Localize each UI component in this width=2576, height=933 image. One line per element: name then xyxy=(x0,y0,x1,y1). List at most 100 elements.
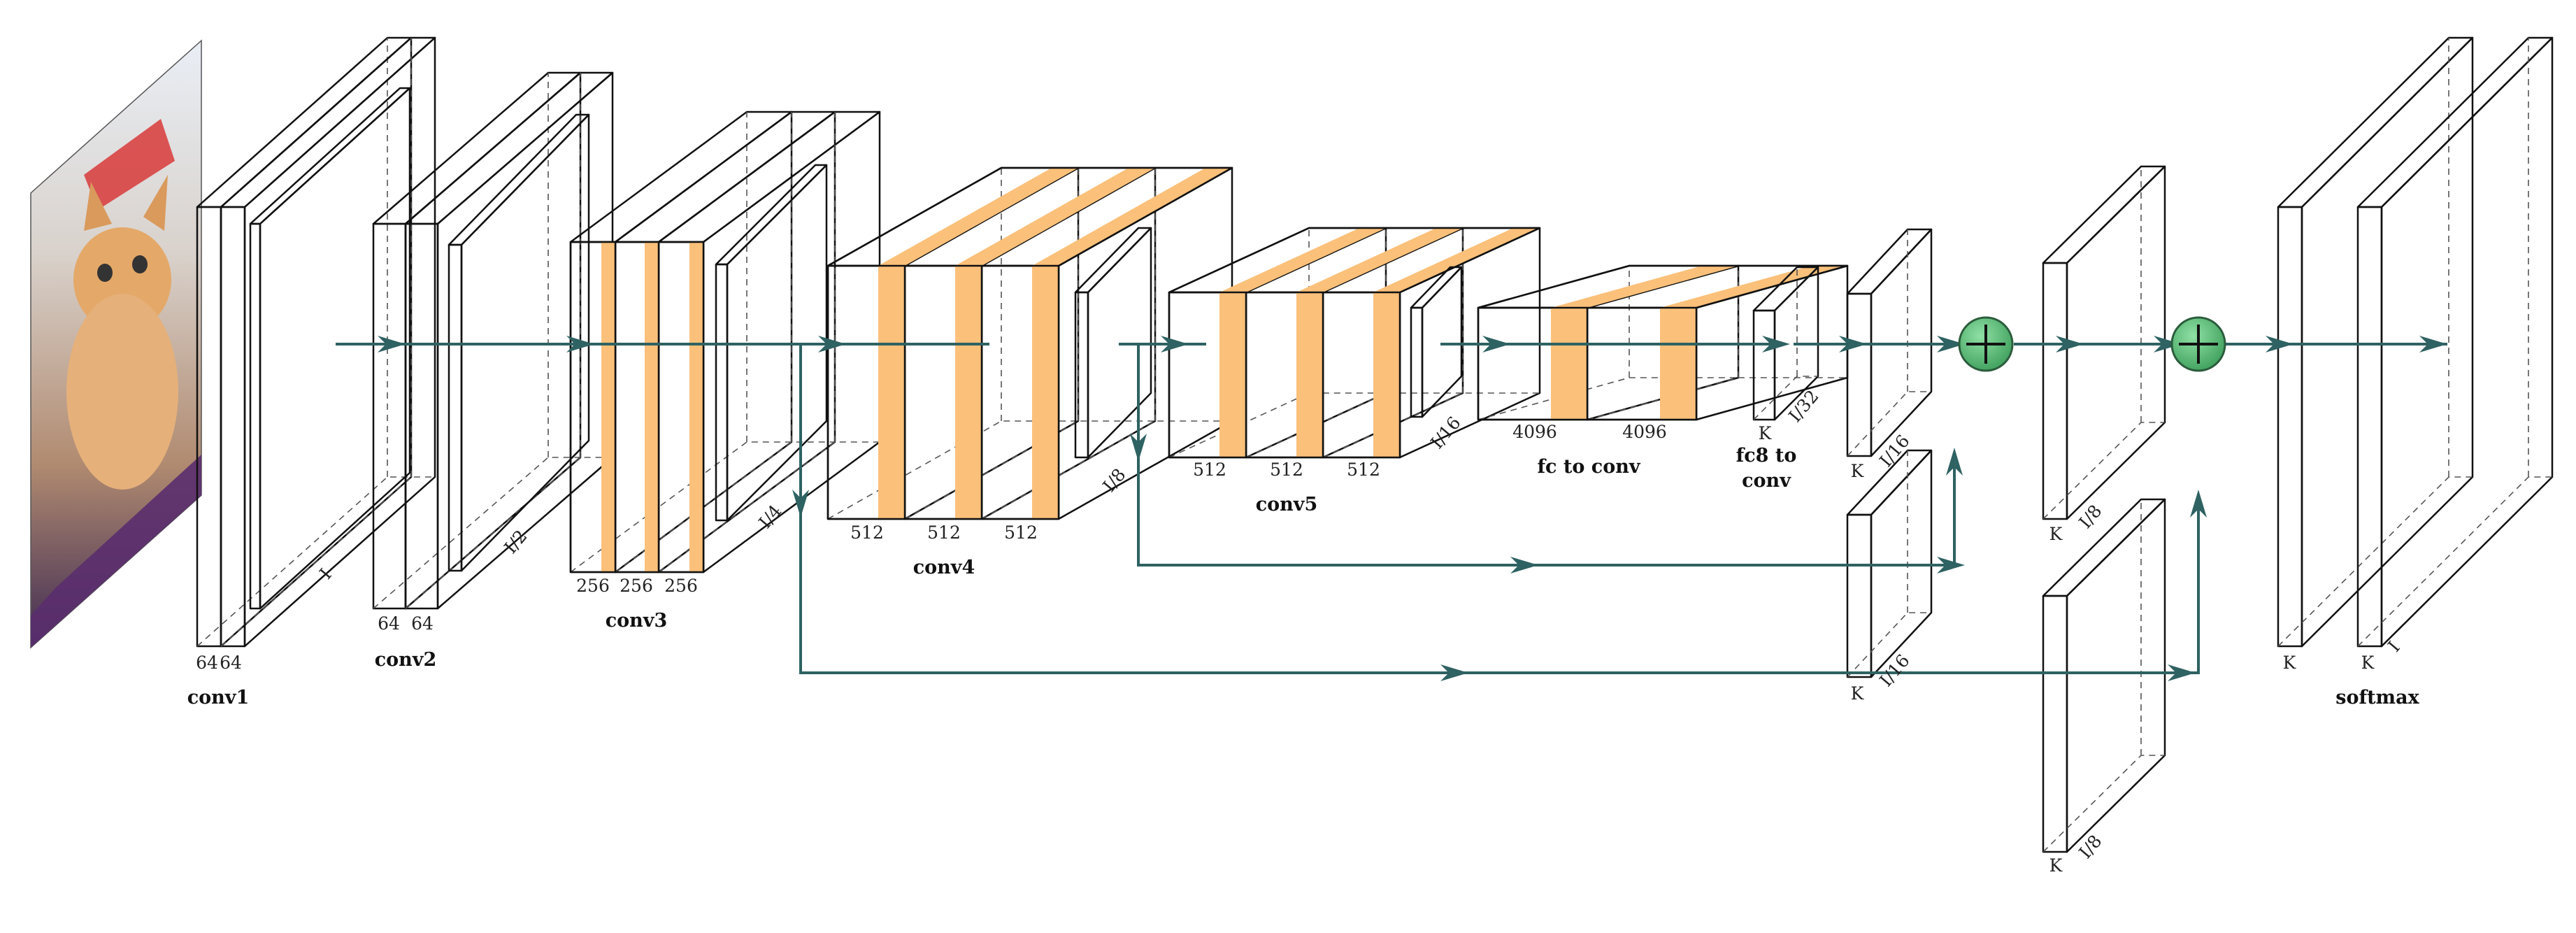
pool4score-slab-front xyxy=(1846,513,1873,678)
pool3score-slab-hidden-edge xyxy=(2042,499,2165,853)
softmax-score-slab-side xyxy=(2300,36,2474,648)
softmax-score-slab-front xyxy=(2277,206,2303,648)
plus-circle-icon xyxy=(1958,316,2014,372)
conv4-outline xyxy=(827,264,1060,520)
conv4-band xyxy=(955,266,982,519)
conv3-slab-hidden-edge xyxy=(658,112,880,573)
conv4-band xyxy=(1032,266,1059,519)
conv5-name-label: conv5 xyxy=(1256,494,1318,515)
conv2-slab-front xyxy=(372,222,407,610)
conv2-slab-hidden-edge xyxy=(373,73,580,609)
conv3-channel-label: 256 xyxy=(620,576,653,596)
score8-slab-top xyxy=(2042,165,2166,264)
conv2-channel-label: 64 xyxy=(411,613,434,634)
conv2-slab-top xyxy=(372,71,582,225)
conv2-slab-top xyxy=(404,71,614,225)
fc8-channel-label: K xyxy=(1759,423,1773,443)
fc8-name-label: fc8 to xyxy=(1736,445,1797,467)
conv4-channel-label: 512 xyxy=(927,522,961,543)
conv5-band xyxy=(1373,228,1540,292)
conv3-block xyxy=(569,111,881,574)
conv3-pool-top xyxy=(715,164,828,266)
fc8-name-label: conv xyxy=(1742,470,1791,492)
conv2-slab-hidden-edge xyxy=(405,73,613,609)
diagram-labels: 64 64 I conv1 64 64 I/2 conv2 256 256 25… xyxy=(187,386,2420,876)
conv4-block xyxy=(827,166,1233,520)
fc-top-edge xyxy=(1477,264,1849,309)
flow-arrowheads xyxy=(336,336,2447,681)
score16-slab-front xyxy=(1846,292,1873,457)
conv4-channel-label: 512 xyxy=(850,522,884,543)
conv1-pool-front xyxy=(249,222,262,610)
conv3-channel-label: 256 xyxy=(664,576,698,596)
conv2-channel-label: 64 xyxy=(378,613,400,634)
score8-channel-label: K xyxy=(2049,524,2063,544)
conv1-block xyxy=(196,36,436,648)
kitten-photo-icon xyxy=(30,39,202,649)
conv3-channel-label: 256 xyxy=(576,576,610,596)
fc-channel-label: 4096 xyxy=(1622,422,1667,442)
conv3-slab-hidden-edge xyxy=(615,112,835,573)
conv3-band xyxy=(645,242,659,572)
conv3-slab-top xyxy=(614,111,836,243)
conv3-band xyxy=(689,242,703,572)
softmax-slab-side xyxy=(2380,36,2554,648)
conv5-band xyxy=(1296,292,1323,457)
conv5-slab-hidden-edge xyxy=(1245,228,1463,458)
conv4-slab-hidden-edge xyxy=(981,168,1232,520)
conv1-slab-top xyxy=(220,36,436,208)
softmax-channel-label: K xyxy=(2361,653,2375,673)
conv1-channel-label: 64 xyxy=(196,653,218,673)
fc8-scale-label: I/32 xyxy=(1784,386,1822,426)
conv4-pool-front xyxy=(1074,291,1089,459)
fc8-slab-hidden-edge xyxy=(1753,267,1818,420)
conv4-slab-hidden-edge xyxy=(904,168,1155,520)
pool3score-slab-side xyxy=(2066,498,2166,853)
conv2-pool-front xyxy=(448,243,463,572)
conv5-top-edge xyxy=(1168,227,1541,294)
score-i8-block xyxy=(2042,165,2166,520)
fc-channel-label: 4096 xyxy=(1512,422,1557,442)
conv4-band xyxy=(1032,168,1232,266)
fc-band xyxy=(1551,308,1587,420)
pool3score-slab-front xyxy=(2042,594,2068,853)
fc8-to-conv-block xyxy=(1752,266,1819,421)
conv3-band xyxy=(601,242,615,572)
pool3score-scale-label: I/8 xyxy=(2075,831,2105,862)
pool4-score-block xyxy=(1846,449,1933,678)
conv1-slab-front xyxy=(220,206,246,648)
softmax-scale-label: I xyxy=(2384,637,2404,655)
pool4score-scale-label: I/16 xyxy=(1875,650,1913,690)
fc-band xyxy=(1551,266,1738,308)
pool4score-channel-label: K xyxy=(1851,683,1865,704)
conv5-band xyxy=(1219,292,1246,457)
fc-outline xyxy=(1477,306,1698,421)
conv1-channel-label: 64 xyxy=(220,653,242,673)
softmax-name-label: softmax xyxy=(2335,687,2419,708)
softmax-slab-hidden-edge xyxy=(2357,38,2552,647)
conv3-name-label: conv3 xyxy=(606,610,668,632)
fc-to-conv-block xyxy=(1477,264,1849,421)
pool3score-channel-label: K xyxy=(2049,855,2063,876)
conv5-band xyxy=(1296,228,1463,292)
softmax-slab-front xyxy=(2356,206,2383,648)
conv3-slab-hidden-edge xyxy=(570,112,792,573)
conv2-slab-side xyxy=(436,71,614,610)
conv4-channel-label: 512 xyxy=(1004,522,1038,543)
pool4score-slab-hidden-edge xyxy=(1847,450,1931,678)
fc-band xyxy=(1660,308,1696,420)
conv4-band xyxy=(878,168,1078,266)
conv5-scale-label: I/16 xyxy=(1426,413,1464,453)
score8-slab-hidden-edge xyxy=(2042,166,2165,520)
conv4-band xyxy=(878,266,905,519)
score16-channel-label: K xyxy=(1851,461,1865,481)
plus-circle-icon xyxy=(2170,316,2226,372)
score16-slab-top xyxy=(1846,228,1933,295)
conv5-channel-label: 512 xyxy=(1270,460,1303,480)
conv5-block xyxy=(1168,227,1541,459)
conv4-band xyxy=(955,168,1155,266)
conv2-slab-front xyxy=(404,222,439,610)
score16-slab-hidden-edge xyxy=(1847,229,1931,457)
pool3-score-block xyxy=(2042,498,2166,853)
score-i16-block xyxy=(1846,228,1933,457)
